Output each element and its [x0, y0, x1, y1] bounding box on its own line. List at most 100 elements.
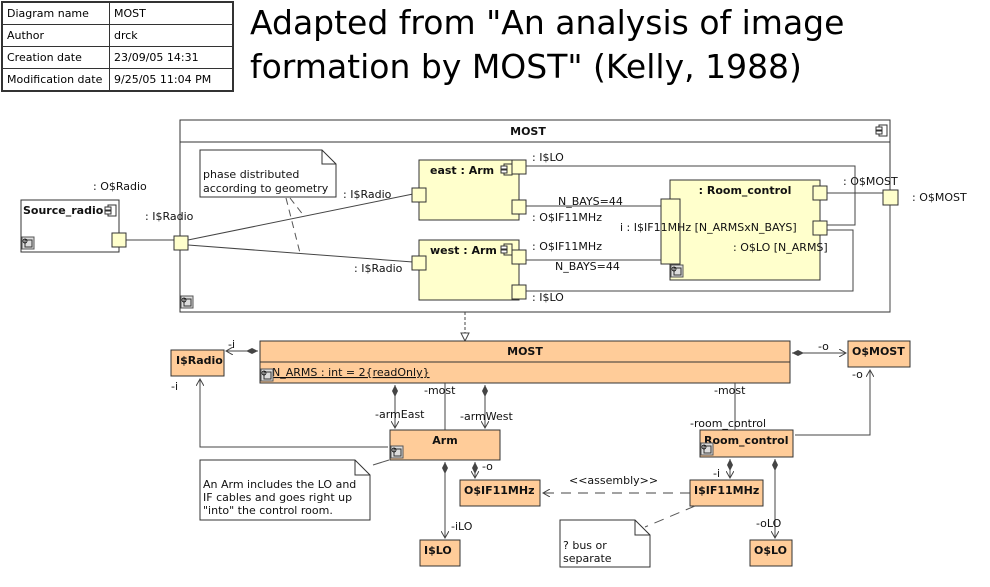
east-lo-port[interactable]	[511, 159, 527, 175]
class-omost[interactable]: O$MOST	[847, 340, 911, 368]
link-icon	[21, 236, 35, 250]
room-control-out-port[interactable]	[812, 185, 828, 201]
room-control-if-port-label: i : I$IF11MHz [N_ARMSxN_BAYS]	[620, 221, 797, 234]
role-label: -armEast	[375, 408, 425, 421]
source-out-port[interactable]	[111, 232, 127, 248]
arm-note-line1: An Arm includes the LO and	[203, 478, 356, 491]
metadata-label: Creation date	[1, 46, 110, 69]
note-anchor	[372, 459, 390, 466]
metadata-label: Modification date	[1, 68, 110, 92]
role-label: -i	[171, 380, 178, 393]
role-label: -oLO	[756, 517, 782, 530]
note-anchor	[644, 505, 696, 528]
class-iif-name: I$IF11MHz	[694, 484, 759, 497]
arm-note-line2: IF cables and goes right up	[203, 491, 352, 504]
link-icon	[670, 264, 684, 278]
class-olo[interactable]: O$LO	[749, 539, 793, 567]
class-ilo-name: I$LO	[424, 544, 452, 557]
source-port-label: : O$Radio	[93, 180, 147, 193]
class-iradio[interactable]: I$Radio	[170, 349, 225, 377]
internal-connectors	[526, 165, 891, 312]
west-radio-port[interactable]	[411, 255, 427, 271]
role-label: -armWest	[460, 410, 513, 423]
role-label: -i	[228, 338, 235, 351]
connector	[187, 244, 414, 263]
room-control-out-port-label: : O$MOST	[843, 175, 898, 188]
west-lo-port[interactable]	[511, 284, 527, 300]
most-out-port[interactable]	[882, 189, 899, 206]
associations	[200, 351, 870, 538]
phase-note-line1: phase distributed	[203, 168, 299, 181]
west-arm-part[interactable]: west : Arm	[418, 239, 520, 301]
west-if-port[interactable]	[511, 249, 527, 265]
role-label: -iLO	[451, 520, 473, 533]
arm-note: An Arm includes the LO and IF cables and…	[199, 459, 371, 521]
role-label: -o	[482, 460, 493, 473]
role-label: -room_control	[690, 417, 766, 430]
role-label: -most	[424, 384, 456, 397]
diagram-metadata-table: Diagram name MOST Author drck Creation d…	[1, 1, 234, 92]
east-arm-part[interactable]: east : Arm	[418, 159, 520, 221]
west-arm-name: west : Arm	[430, 244, 497, 257]
metadata-value: 23/09/05 14:31	[109, 46, 234, 69]
most-in-port[interactable]	[173, 235, 189, 251]
source-radio-name: Source_radio	[23, 204, 104, 217]
west-radio-port-label: : I$Radio	[354, 262, 403, 275]
diagram-title-line1: Adapted from "An analysis of image	[250, 3, 844, 42]
room-control-lo-port[interactable]	[812, 220, 828, 236]
assembly-stereotype-label: <<assembly>>	[569, 474, 658, 487]
class-omost-name: O$MOST	[852, 345, 905, 358]
phase-note: phase distributed according to geometry	[199, 149, 337, 198]
east-if-port[interactable]	[511, 199, 527, 215]
role-label: -i	[713, 467, 720, 480]
note-anchor	[285, 197, 301, 254]
source-radio-component[interactable]: Source_radio	[20, 199, 120, 253]
room-control-lo-port-label: : O$LO [N_ARMS]	[733, 241, 828, 254]
link-icon	[260, 368, 274, 382]
class-most[interactable]: MOST N_ARMS : int = 2{readOnly}	[259, 340, 791, 384]
east-if-port-label: : O$IF11MHz	[532, 211, 602, 224]
west-connector-label: N_BAYS=44	[555, 260, 620, 273]
east-connector-label: N_BAYS=44	[558, 195, 623, 208]
class-iradio-name: I$Radio	[176, 354, 223, 367]
metadata-row: Author drck	[1, 24, 234, 47]
bus-note-line2: separate	[563, 552, 612, 565]
diagram-title-line2: formation by MOST" (Kelly, 1988)	[250, 47, 802, 86]
role-label: -o	[852, 368, 863, 381]
class-oif[interactable]: O$IF11MHz	[459, 479, 541, 507]
link-icon	[390, 445, 404, 459]
class-arm-name: Arm	[432, 434, 457, 447]
class-olo-name: O$LO	[754, 544, 787, 557]
east-lo-port-label: : I$LO	[532, 151, 564, 164]
role-label: -o	[818, 340, 829, 353]
class-room-control-name: Room_control	[704, 434, 788, 447]
link-icon	[700, 442, 714, 456]
east-radio-port-label: : I$Radio	[343, 188, 392, 201]
class-most-attribute: N_ARMS : int = 2{readOnly}	[272, 366, 430, 379]
note-anchor	[289, 197, 305, 217]
bus-note-line1: ? bus or	[563, 539, 607, 552]
metadata-value: 9/25/05 11:04 PM	[109, 68, 234, 92]
class-most-name: MOST	[507, 345, 543, 358]
connector	[187, 193, 414, 241]
most-in-port-label: : I$Radio	[145, 210, 194, 223]
dependency-arrowhead	[460, 332, 470, 343]
west-lo-port-label: : I$LO	[532, 291, 564, 304]
room-control-if-port[interactable]	[660, 198, 681, 265]
east-radio-port[interactable]	[411, 187, 427, 203]
role-label: -most	[714, 384, 746, 397]
class-iif[interactable]: I$IF11MHz	[689, 479, 764, 507]
room-control-name: : Room_control	[699, 184, 792, 197]
class-oif-name: O$IF11MHz	[464, 484, 534, 497]
class-arm[interactable]: Arm	[389, 429, 501, 461]
class-ilo[interactable]: I$LO	[419, 539, 461, 567]
composite-title: MOST	[510, 125, 546, 138]
bus-note: ? bus or separate	[559, 519, 651, 568]
west-if-port-label: : O$IF11MHz	[532, 240, 602, 253]
east-arm-name: east : Arm	[430, 164, 494, 177]
class-room-control[interactable]: Room_control	[699, 429, 794, 458]
metadata-row: Modification date 9/25/05 11:04 PM	[1, 68, 234, 92]
link-icon	[180, 295, 194, 309]
most-out-port-label: : O$MOST	[912, 191, 967, 204]
